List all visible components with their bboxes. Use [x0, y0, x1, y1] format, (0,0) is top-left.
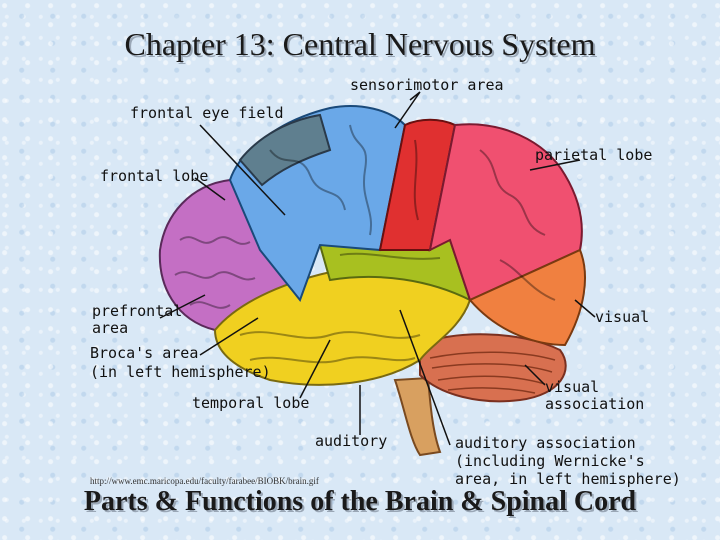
- label-temporal-lobe: temporal lobe: [192, 394, 309, 412]
- page-title: Chapter 13: Central Nervous System: [124, 26, 596, 62]
- label-auditory: auditory: [315, 432, 387, 450]
- occipital-region: [468, 248, 586, 347]
- label-prefrontal-line1: prefrontal: [92, 302, 182, 320]
- brainstem-region: [393, 376, 442, 457]
- label-parietal-lobe: parietal lobe: [535, 146, 652, 164]
- page-subtitle: Parts & Functions of the Brain & Spinal …: [83, 486, 637, 517]
- label-auditory-association-line2: (including Wernicke's: [455, 452, 645, 470]
- cerebellum-region: [419, 333, 567, 403]
- label-auditory-association-line1: auditory association: [455, 434, 636, 452]
- label-broca-line2: (in left hemisphere): [90, 363, 271, 381]
- label-frontal-lobe: frontal lobe: [100, 167, 208, 185]
- label-broca-line1: Broca's area: [90, 344, 198, 362]
- label-prefrontal-line2: area: [92, 319, 128, 337]
- brain-illustration: [158, 105, 586, 457]
- gyri-lines: [174, 124, 556, 364]
- label-visual-association-line1: visual: [545, 378, 599, 396]
- temporal-lobe-region: [213, 266, 472, 386]
- label-sensorimotor-area: sensorimotor area: [350, 76, 504, 94]
- label-visual: visual: [595, 308, 649, 326]
- label-frontal-eye-field: frontal eye field: [130, 104, 284, 122]
- label-visual-association-line2: association: [545, 395, 644, 413]
- label-auditory-association-line3: area, in left hemisphere): [455, 470, 681, 488]
- source-url: http://www.emc.maricopa.edu/faculty/fara…: [90, 476, 319, 486]
- frontal-eye-field-region: [238, 113, 332, 187]
- leader-lines: [159, 91, 596, 446]
